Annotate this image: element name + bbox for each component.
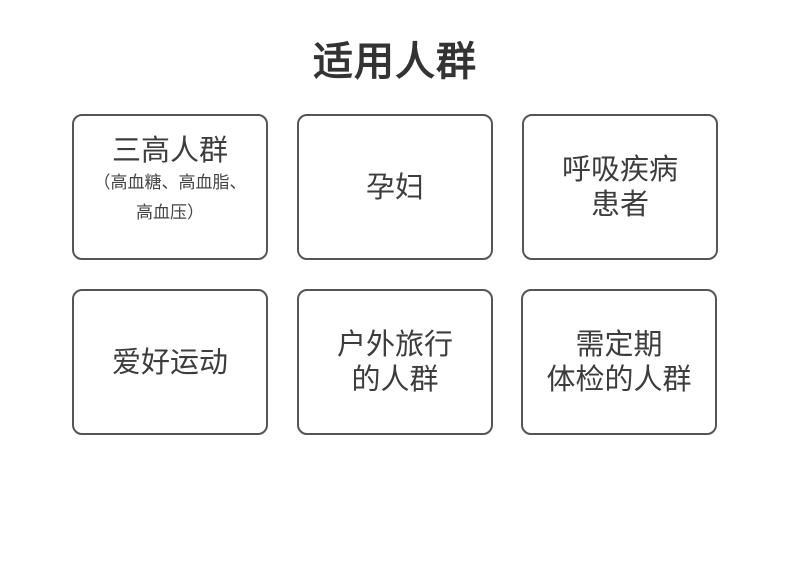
audience-card-regular-checkup: 需定期 体检的人群: [521, 289, 717, 435]
audience-card-label: 需定期 体检的人群: [546, 327, 692, 396]
audience-card-note: （高血糖、高血脂、 高血压）: [93, 172, 247, 223]
audience-card-label: 三高人群: [111, 132, 228, 167]
audience-card-label: 呼吸疾病 患者: [561, 152, 678, 221]
audience-card-label: 孕妇: [365, 169, 424, 204]
audience-card-outdoor-travel: 户外旅行 的人群: [297, 289, 493, 435]
page-title: 适用人群: [313, 39, 477, 85]
audience-card-label: 爱好运动: [111, 344, 228, 379]
audience-grid: 三高人群 （高血糖、高血脂、 高血压） 孕妇 呼吸疾病 患者 爱好运动 户外旅行…: [72, 114, 722, 439]
audience-card-pregnant: 孕妇: [297, 114, 493, 260]
audience-card-sports: 爱好运动: [72, 289, 268, 435]
audience-card-label: 户外旅行 的人群: [336, 327, 453, 396]
audience-card-respiratory: 呼吸疾病 患者: [522, 114, 718, 260]
audience-card-three-highs: 三高人群 （高血糖、高血脂、 高血压）: [72, 114, 268, 260]
